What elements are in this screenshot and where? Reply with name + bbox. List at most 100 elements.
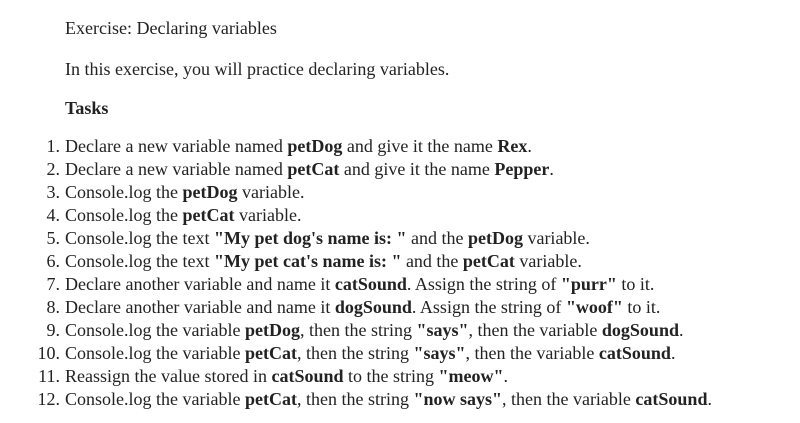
task-code-term: Rex [497, 136, 528, 156]
task-text-segment: , then the string [299, 320, 417, 340]
task-text-segment: . Assign the string of [406, 274, 561, 294]
task-text-segment: and give it the name [339, 159, 495, 179]
task-text-segment: Console.log the [65, 205, 183, 225]
task-code-term: "meow" [438, 366, 504, 386]
task-code-term: dogSound [601, 320, 679, 340]
task-code-term: petCat [244, 343, 297, 363]
tasks-heading: Tasks [65, 98, 109, 118]
task-code-term: petCat [462, 251, 515, 271]
task-text-segment: . [678, 320, 684, 340]
task-text-segment: variable. [514, 251, 582, 271]
task-text: Console.log the text "My pet dog's name … [65, 227, 590, 250]
task-code-term: dogSound [334, 297, 412, 317]
intro-text: In this exercise, you will practice decl… [65, 59, 450, 79]
task-code-term: petDog [244, 320, 300, 340]
task-text-segment: and the [401, 251, 463, 271]
task-text: Console.log the variable petDog, then th… [65, 319, 683, 342]
task-text-segment: . [503, 366, 508, 386]
task-item: 7.Declare another variable and name it c… [0, 273, 800, 296]
task-text-segment: to it. [616, 274, 655, 294]
task-text-segment: variable. [522, 228, 590, 248]
task-text: Console.log the petCat variable. [65, 204, 301, 227]
task-number: 10. [37, 343, 61, 363]
task-item: 6.Console.log the text "My pet cat's nam… [0, 250, 800, 273]
task-text: Declare a new variable named petCat and … [65, 158, 554, 181]
task-text: Declare another variable and name it cat… [65, 273, 654, 296]
task-text-segment: to the string [343, 366, 439, 386]
task-number: 12. [37, 389, 61, 409]
task-text-segment: , then the variable [501, 389, 636, 409]
task-code-term: catSound [334, 274, 407, 294]
task-code-term: catSound [598, 343, 671, 363]
task-text-segment: , then the variable [465, 343, 599, 363]
task-text-segment: Console.log the [65, 182, 183, 202]
task-item: 1.Declare a new variable named petDog an… [0, 135, 800, 158]
task-text-segment: Declare a new variable named [65, 136, 288, 156]
task-code-term: "My pet cat's name is: " [213, 251, 402, 271]
task-item: 9.Console.log the variable petDog, then … [0, 319, 800, 342]
task-code-term: petDog [287, 136, 343, 156]
task-item: 2.Declare a new variable named petCat an… [0, 158, 800, 181]
task-text-segment: variable. [234, 205, 302, 225]
task-item: 12.Console.log the variable petCat, then… [0, 388, 800, 411]
task-number: 8. [46, 297, 61, 317]
task-text-segment: Console.log the variable [65, 320, 245, 340]
task-code-term: "now says" [413, 389, 502, 409]
task-text-segment: and give it the name [342, 136, 498, 156]
task-text-segment: . [670, 343, 676, 363]
task-item: 8.Declare another variable and name it d… [0, 296, 800, 319]
task-text-segment: variable. [237, 182, 305, 202]
task-number: 4. [46, 205, 61, 225]
task-text-segment: . Assign the string of [411, 297, 566, 317]
task-item: 3.Console.log the petDog variable. [0, 181, 800, 204]
task-code-term: "says" [416, 320, 469, 340]
task-number: 5. [46, 228, 61, 248]
task-text: Console.log the petDog variable. [65, 181, 304, 204]
task-item: 4.Console.log the petCat variable. [0, 204, 800, 227]
task-code-term: Pepper [494, 159, 550, 179]
page-title: Exercise: Declaring variables [65, 18, 277, 38]
task-code-term: "My pet dog's name is: " [213, 228, 407, 248]
task-code-term: petDog [467, 228, 523, 248]
task-code-term: catSound [635, 389, 708, 409]
task-text-segment: to it. [622, 297, 661, 317]
task-text-segment: , then the variable [468, 320, 602, 340]
task-code-term: "woof" [565, 297, 623, 317]
task-number: 7. [46, 274, 61, 294]
task-text-segment: , then the string [296, 343, 414, 363]
task-code-term: catSound [271, 366, 344, 386]
task-text-segment: Console.log the text [65, 251, 214, 271]
task-text-segment: and the [406, 228, 468, 248]
task-code-term: petDog [182, 182, 238, 202]
task-number: 9. [46, 320, 61, 340]
task-text-segment: Console.log the variable [65, 343, 245, 363]
task-text-segment: Console.log the variable [65, 389, 245, 409]
task-number: 2. [46, 159, 61, 179]
task-code-term: petCat [182, 205, 235, 225]
task-text-segment: . [549, 159, 554, 179]
task-text-segment: Reassign the value stored in [65, 366, 272, 386]
task-text-segment: Declare another variable and name it [65, 297, 335, 317]
task-number: 6. [46, 251, 61, 271]
task-item: 10.Console.log the variable petCat, then… [0, 342, 800, 365]
task-text: Reassign the value stored in catSound to… [65, 365, 508, 388]
task-text-segment: Console.log the text [65, 228, 214, 248]
task-text-segment: . [707, 389, 712, 409]
task-text-segment: , then the string [296, 389, 414, 409]
task-text: Console.log the variable petCat, then th… [65, 388, 712, 411]
task-list: 1.Declare a new variable named petDog an… [0, 135, 800, 411]
task-number: 3. [46, 182, 61, 202]
task-text: Console.log the variable petCat, then th… [65, 342, 675, 365]
task-text-segment: Declare another variable and name it [65, 274, 335, 294]
task-code-term: "purr" [560, 274, 617, 294]
task-code-term: "says" [413, 343, 466, 363]
task-item: 11.Reassign the value stored in catSound… [0, 365, 800, 388]
task-text: Console.log the text "My pet cat's name … [65, 250, 582, 273]
task-item: 5.Console.log the text "My pet dog's nam… [0, 227, 800, 250]
task-text: Declare another variable and name it dog… [65, 296, 660, 319]
task-number: 11. [38, 366, 60, 386]
task-text: Declare a new variable named petDog and … [65, 135, 532, 158]
task-code-term: petCat [287, 159, 340, 179]
task-code-term: petCat [244, 389, 297, 409]
